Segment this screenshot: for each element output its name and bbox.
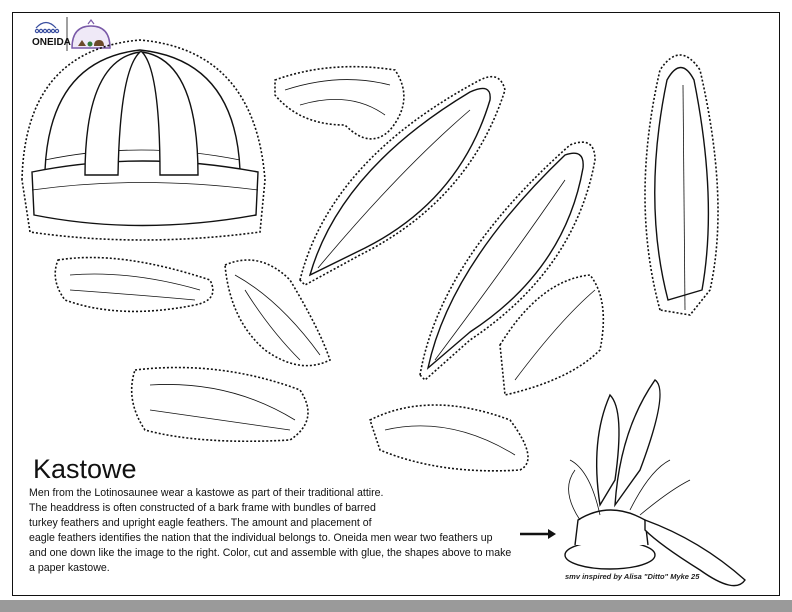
oneida-logo: ONEIDA: [32, 17, 111, 51]
description-line: The headdress is often constructed of a …: [29, 502, 376, 514]
kastowe-frame-cutout: [21, 39, 266, 241]
description-paragraph: Men from the Lotinosaunee wear a kastowe…: [29, 486, 549, 576]
description-line: eagle feathers identifies the nation tha…: [29, 532, 493, 544]
eagle-feather-cutout-2: [419, 141, 596, 382]
credit-line: smv inspired by Alisa "Ditto" Myke 25: [565, 572, 700, 581]
description-line: and one down like the image to the right…: [29, 547, 512, 559]
logo-text: ONEIDA: [32, 37, 71, 48]
description-line: a paper kastowe.: [29, 562, 110, 574]
bottom-bar: [0, 600, 792, 612]
page-border: [12, 12, 780, 596]
eagle-feather-cutout-3: [644, 54, 719, 316]
assembled-kastowe-example: [520, 379, 746, 587]
description-line: Men from the Lotinosaunee wear a kastowe…: [29, 487, 384, 499]
page-title: Kastowe: [33, 454, 137, 484]
eagle-feather-cutout-1: [299, 75, 506, 286]
description-line: turkey feathers and upright eagle feathe…: [29, 517, 372, 529]
turkey-feather-cutouts: [54, 65, 605, 472]
